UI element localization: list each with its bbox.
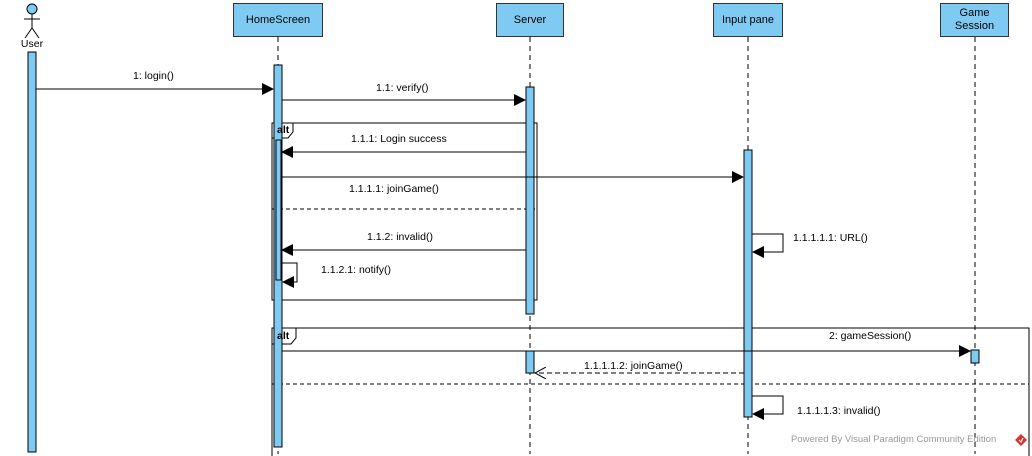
msg-login-success-label: 1.1.1: Login success (351, 133, 447, 145)
msg-login-label: 1: login() (133, 70, 174, 82)
watermark-text: Powered By Visual Paradigm Community Edi… (791, 434, 997, 445)
msg-joingame-return-label: 1.1.1.1.2: joinGame() (584, 360, 683, 372)
msg-notify-label: 1.1.2.1: notify() (321, 264, 392, 276)
msg-url-selfcall (752, 233, 784, 258)
visual-paradigm-logo-icon (1015, 434, 1027, 446)
msg-invalid-selfcall (752, 395, 784, 420)
msg-gamesession-label: 2: gameSession() (829, 330, 912, 342)
msg-invalid-label: 1.1.2: invalid() (367, 231, 433, 243)
input-activation (743, 149, 753, 418)
lifeline-server-head[interactable]: Server (496, 3, 564, 37)
user-actor-icon (24, 3, 40, 39)
msg-url-label: 1.1.1.1.1: URL() (793, 232, 868, 244)
actor-user-label: User (20, 38, 44, 50)
game-activation (970, 349, 980, 364)
alt-2-operator: alt (277, 330, 290, 342)
msg-notify-selfcall (282, 262, 298, 288)
alt-fragment-1 (271, 122, 538, 301)
msg-joingame-label: 1.1.1.1: joinGame() (349, 183, 439, 195)
msg-invalid-selfcall-label: 1.1.1.1.3: invalid() (797, 405, 881, 417)
home-inner-activation (275, 139, 282, 281)
alt-1-operator: alt (277, 124, 290, 136)
lifeline-game-head[interactable]: Game Session (940, 3, 1009, 37)
server-activation (525, 86, 535, 315)
msg-verify-label: 1.1: verify() (376, 82, 429, 94)
lifeline-home-head[interactable]: HomeScreen (233, 3, 323, 37)
lifeline-input-head[interactable]: Input pane (713, 3, 783, 37)
user-activation (27, 51, 37, 453)
server-activation-2 (525, 350, 535, 374)
